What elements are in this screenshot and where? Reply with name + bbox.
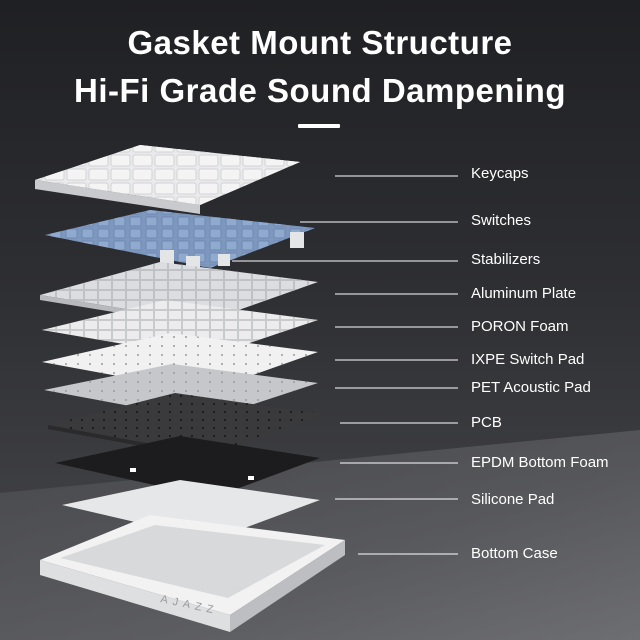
ixpe-switch-pad-layer [42,333,318,392]
headline-line-2: Hi-Fi Grade Sound Dampening [73,72,567,109]
label-pet-acoustic-pad: PET Acoustic Pad [471,379,591,396]
label-aluminum-plate: Aluminum Plate [471,285,577,302]
label-silicone-pad: Silicone Pad [471,491,555,508]
bottom-case-layer [40,515,345,632]
label-pcb: PCB [471,414,502,431]
silicone-pad-layer [62,480,320,540]
label-bottom-case: Bottom Case [471,545,558,562]
pcb-layer [48,393,322,459]
stabilizers-layer [160,232,304,270]
headline-line-1: Gasket Mount Structure [127,24,513,61]
label-switches: Switches [471,212,532,229]
keycaps-layer [35,145,300,214]
title-underline [298,124,340,128]
switches-layer [45,210,315,268]
epdm-bottom-foam-layer [55,436,320,498]
label-epdm-bottom-foam: EPDM Bottom Foam [471,454,609,471]
label-poron-foam: PORON Foam [471,318,569,335]
leader-lines [232,175,458,555]
pet-acoustic-pad-layer [44,364,318,420]
label-stabilizers: Stabilizers [471,251,541,268]
label-ixpe-switch-pad: IXPE Switch Pad [471,351,585,368]
poron-foam-layer [42,300,318,358]
label-keycaps: Keycaps [471,165,529,182]
